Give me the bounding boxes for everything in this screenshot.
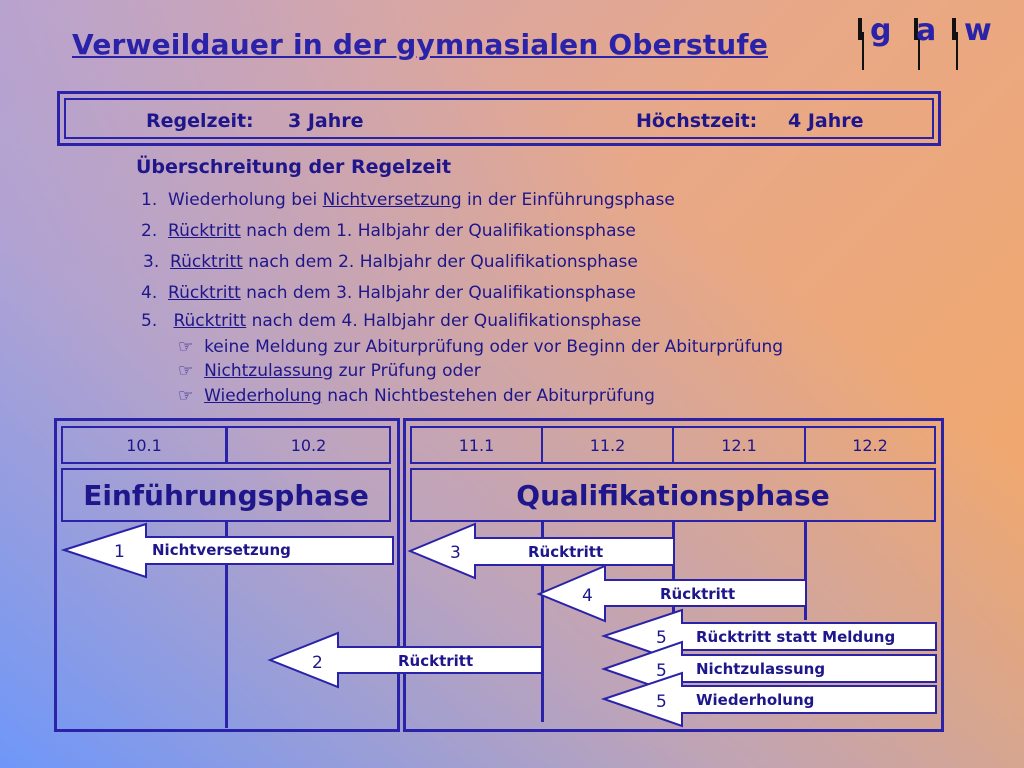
phase-cell: Qualifikationsphase — [410, 468, 936, 522]
semester-cell: 12.2 — [804, 426, 936, 464]
semester-cell: 10.2 — [226, 426, 391, 464]
logo-bar — [952, 18, 956, 40]
logo: g a w — [856, 10, 996, 72]
pointing-hand-icon: ☞ — [178, 361, 194, 381]
link-wiederholung[interactable]: Wiederholung — [204, 386, 322, 406]
divider — [672, 522, 675, 628]
hoechstzeit-value: 4 Jahre — [788, 110, 864, 132]
regelzeit-label: Regelzeit: — [146, 110, 254, 132]
hoechstzeit-label: Höchstzeit: — [636, 110, 758, 132]
list-item: 1. Wiederholung bei Nichtversetzung in d… — [141, 190, 675, 210]
phase-cell: Einführungsphase — [61, 468, 391, 522]
divider — [804, 522, 807, 620]
logo-bar — [918, 32, 920, 70]
diagram-right — [403, 418, 944, 732]
arrow-shape — [267, 631, 543, 689]
sub-item: ☞ Wiederholung nach Nichtbestehen der Ab… — [178, 386, 655, 406]
link-ruecktritt[interactable]: Rücktritt — [170, 252, 243, 272]
logo-bar — [862, 32, 864, 70]
link-ruecktritt[interactable]: Rücktritt — [168, 283, 241, 303]
divider — [541, 522, 544, 722]
divider — [225, 522, 228, 728]
arrow-shape — [600, 671, 937, 728]
section-heading: Überschreitung der Regelzeit — [136, 156, 452, 178]
arrow-shape — [60, 522, 394, 579]
logo-letter: a — [916, 13, 937, 48]
list-item: 3. Rücktritt nach dem 2. Halbjahr der Qu… — [143, 252, 638, 272]
logo-bar — [858, 18, 862, 40]
info-box — [57, 91, 941, 146]
link-nichtzulassung[interactable]: Nichtzulassung — [204, 361, 334, 381]
logo-bar — [914, 18, 918, 40]
sub-item: ☞ Nichtzulassung zur Prüfung oder — [178, 361, 481, 381]
logo-letter: g — [870, 13, 892, 48]
arrow-shape — [536, 564, 807, 623]
pointing-hand-icon: ☞ — [178, 386, 194, 406]
regelzeit-value: 3 Jahre — [288, 110, 364, 132]
logo-letter: w — [964, 13, 992, 48]
arrow-shape — [407, 522, 675, 580]
pointing-hand-icon: ☞ — [178, 337, 194, 357]
list-item: 5. Rücktritt nach dem 4. Halbjahr der Qu… — [141, 311, 642, 331]
link-ruecktritt[interactable]: Rücktritt — [173, 311, 247, 331]
logo-bar — [956, 32, 958, 70]
list-item: 4. Rücktritt nach dem 3. Halbjahr der Qu… — [141, 283, 636, 303]
diagram-left — [54, 418, 400, 732]
sub-item: ☞ keine Meldung zur Abiturprüfung oder v… — [178, 337, 784, 357]
page-title: Verweildauer in der gymnasialen Oberstuf… — [72, 28, 769, 61]
link-nichtversetzung[interactable]: Nichtversetzung — [322, 190, 462, 210]
link-ruecktritt[interactable]: Rücktritt — [168, 221, 241, 241]
list-item: 2. Rücktritt nach dem 1. Halbjahr der Qu… — [141, 221, 636, 241]
